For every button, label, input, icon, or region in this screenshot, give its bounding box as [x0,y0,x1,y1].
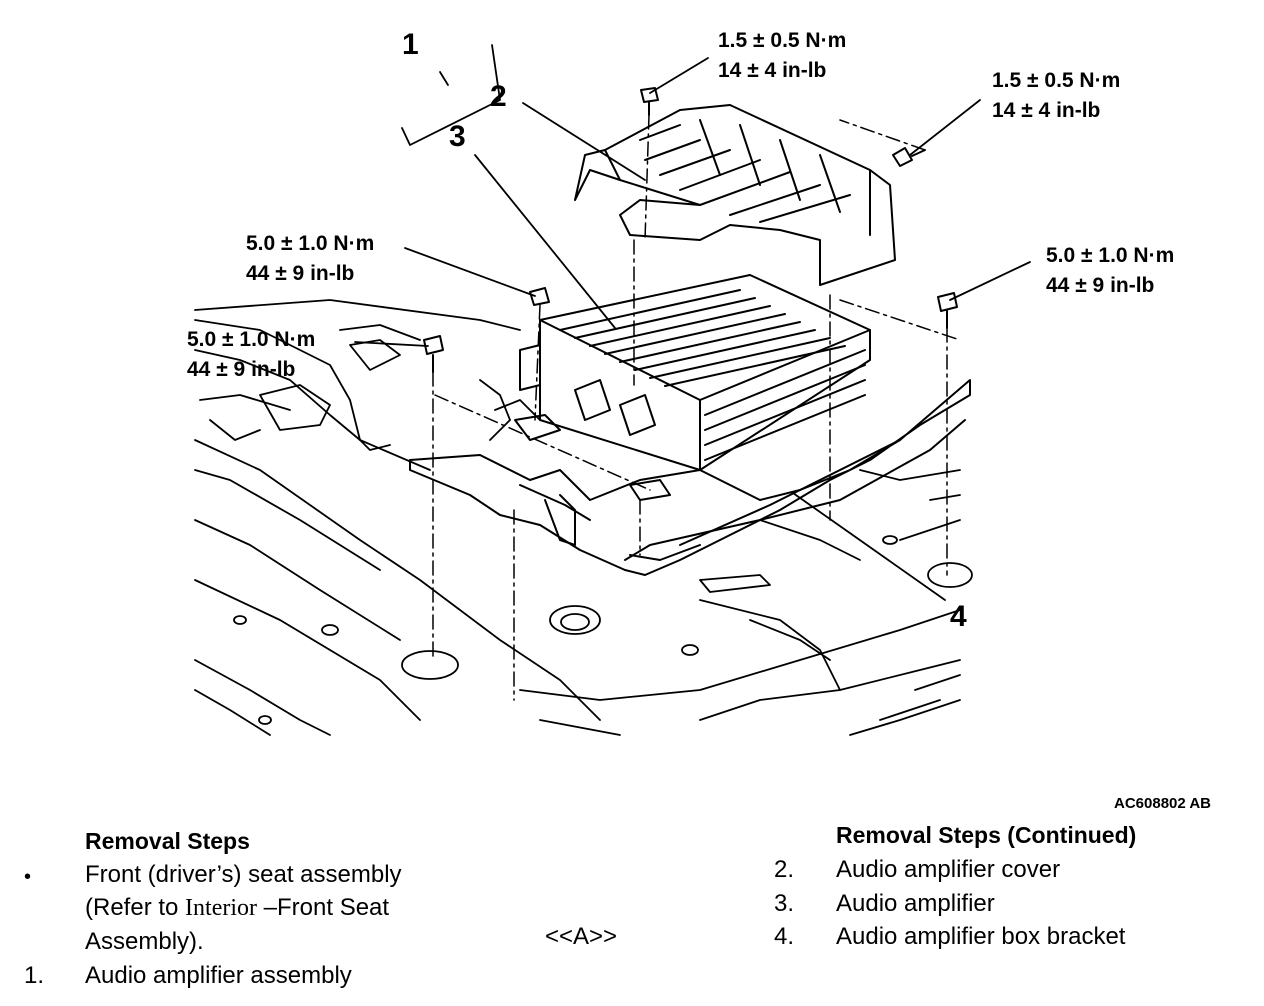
pre-step-ref-suffix: –Front Seat [257,894,390,921]
pre-step-bullet: • [24,866,32,888]
figure-code: AC608802 AB [1114,795,1211,812]
pre-step-line-1: Front (driver’s) seat assembly [85,861,402,888]
torque-spec-inlb: 44 ± 9 in-lb [187,358,296,381]
step-2-number: 2. [774,856,795,883]
step-1-number: 1. [24,962,45,989]
callout-3: 3 [449,120,466,153]
torque-spec-nm: 5.0 ± 1.0 N·m [246,232,375,255]
floor-panel [194,299,973,736]
torque-spec-inlb: 44 ± 9 in-lb [246,262,355,285]
step-4-number: 4. [774,923,795,950]
torque-spec-nm: 1.5 ± 0.5 N·m [718,29,847,52]
callout-4: 4 [950,600,967,633]
torque-spec-inlb: 14 ± 4 in-lb [992,99,1101,122]
torque-spec-bracket-left: 5.0 ± 1.0 N·m 44 ± 9 in-lb [187,325,315,385]
pre-step-line-2: (Refer to Interior –Front Seat [85,894,389,922]
torque-spec-cover-top: 1.5 ± 0.5 N·m 14 ± 4 in-lb [718,26,846,86]
torque-spec-nm: 5.0 ± 1.0 N·m [1046,244,1175,267]
torque-spec-inlb: 44 ± 9 in-lb [1046,274,1155,297]
torque-spec-amplifier-left: 5.0 ± 1.0 N·m 44 ± 9 in-lb [246,229,374,289]
note-marker-a: <<A>> [545,923,618,950]
step-4-text: Audio amplifier box bracket [836,923,1126,950]
audio-amplifier [514,274,871,501]
alignment-lines [432,114,961,701]
torque-spec-bracket-right: 5.0 ± 1.0 N·m 44 ± 9 in-lb [1046,241,1174,301]
amplifier-box-bracket [409,379,971,576]
torque-spec-nm: 5.0 ± 1.0 N·m [187,328,316,351]
audio-amplifier-cover [574,104,896,286]
step-1-text: Audio amplifier assembly [85,962,352,989]
leader-lines [354,44,1031,601]
pre-step-line-3: Assembly). [85,928,204,955]
interior-reference-link[interactable]: Interior [185,895,257,921]
torque-spec-inlb: 14 ± 4 in-lb [718,59,827,82]
removal-steps-title: Removal Steps [85,828,250,854]
callout-1: 1 [402,28,419,61]
callout-2: 2 [490,80,507,113]
step-3-text: Audio amplifier [836,890,995,917]
exploded-view-diagram [194,44,1031,736]
torque-spec-cover-side: 1.5 ± 0.5 N·m 14 ± 4 in-lb [992,66,1120,126]
bolts [423,87,958,373]
removal-steps-continued-title: Removal Steps (Continued) [836,822,1137,848]
step-2-text: Audio amplifier cover [836,856,1061,883]
torque-spec-nm: 1.5 ± 0.5 N·m [992,69,1121,92]
pre-step-ref-prefix: (Refer to [85,894,186,921]
step-3-number: 3. [774,890,795,917]
